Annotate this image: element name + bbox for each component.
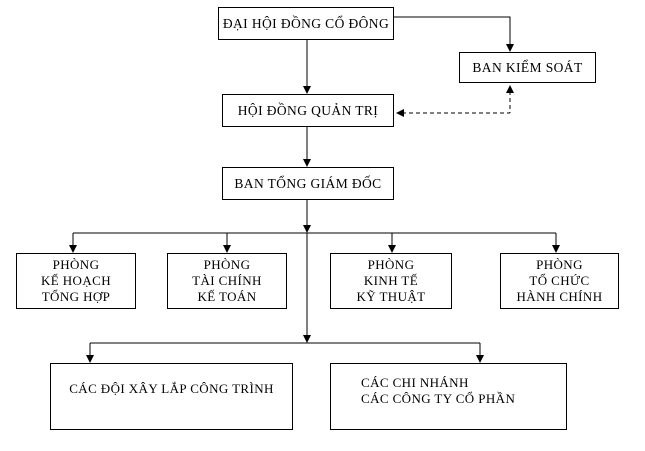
rail-bottom-units — [86, 342, 484, 363]
connector-daihoi-bankiemsoat — [394, 16, 514, 52]
box-label: ĐẠI HỘI ĐỒNG CỔ ĐÔNG — [222, 15, 390, 31]
box-label-line: KINH TẾ — [363, 273, 419, 288]
connector-rail1-rail2 — [303, 233, 311, 343]
box-phong-ke-hoach-tong-hop: PHÒNG KẾ HOẠCH TỔNG HỢP — [16, 253, 136, 309]
box-label-line: KỸ THUẬT — [356, 289, 426, 304]
connector-bantong-rail1 — [303, 200, 311, 233]
box-label: BAN KIỂM SOÁT — [472, 59, 583, 75]
connector-dashed-bankiemsoat-hoidong — [396, 85, 514, 117]
box-label-line: CÁC CÔNG TY CỔ PHẦN — [361, 391, 516, 406]
box-label-line: KẾ HOẠCH — [40, 273, 111, 288]
box-label: HỘI ĐỒNG QUẢN TRỊ — [237, 102, 379, 118]
box-hoi-dong-quan-tri: HỘI ĐỒNG QUẢN TRỊ — [222, 94, 394, 127]
box-label: BAN TỔNG GIÁM ĐỐC — [234, 175, 382, 191]
box-ban-tong-giam-doc: BAN TỔNG GIÁM ĐỐC — [222, 167, 394, 200]
box-label-line: TỔ CHỨC — [529, 273, 590, 288]
box-label: CÁC ĐỘI XÂY LẮP CÔNG TRÌNH — [69, 381, 274, 396]
box-ban-kiem-soat: BAN KIỂM SOÁT — [459, 52, 596, 83]
box-label-line: CÁC CHI NHÁNH — [361, 375, 469, 390]
box-label-line: PHÒNG — [367, 257, 415, 272]
box-label-line: HÀNH CHÍNH — [516, 289, 603, 304]
rail-departments — [69, 232, 560, 253]
box-label-line: TÀI CHÍNH — [192, 273, 262, 288]
box-phong-to-chuc-hanh-chinh: PHÒNG TỔ CHỨC HÀNH CHÍNH — [500, 253, 619, 309]
box-phong-tai-chinh-ke-toan: PHÒNG TÀI CHÍNH KẾ TOÁN — [167, 253, 287, 309]
connector-daihoi-hoidong — [303, 40, 311, 94]
box-dai-hoi-dong-co-dong: ĐẠI HỘI ĐỒNG CỔ ĐÔNG — [218, 7, 394, 40]
box-label-line: TỔNG HỢP — [41, 289, 111, 304]
box-label-line: PHÒNG — [536, 257, 583, 272]
box-phong-kinh-te-ky-thuat: PHÒNG KINH TẾ KỸ THUẬT — [330, 253, 452, 309]
box-cac-doi-xay-lap-cong-trinh: CÁC ĐỘI XÂY LẮP CÔNG TRÌNH — [50, 363, 293, 430]
box-cac-chi-nhanh-cong-ty-co-phan: CÁC CHI NHÁNH CÁC CÔNG TY CỔ PHẦN — [330, 363, 567, 430]
box-label-line: PHÒNG — [203, 257, 251, 272]
connector-hoidong-bantong — [303, 127, 311, 167]
box-label-line: PHÒNG — [52, 257, 100, 272]
box-label-line: KẾ TOÁN — [197, 289, 257, 304]
